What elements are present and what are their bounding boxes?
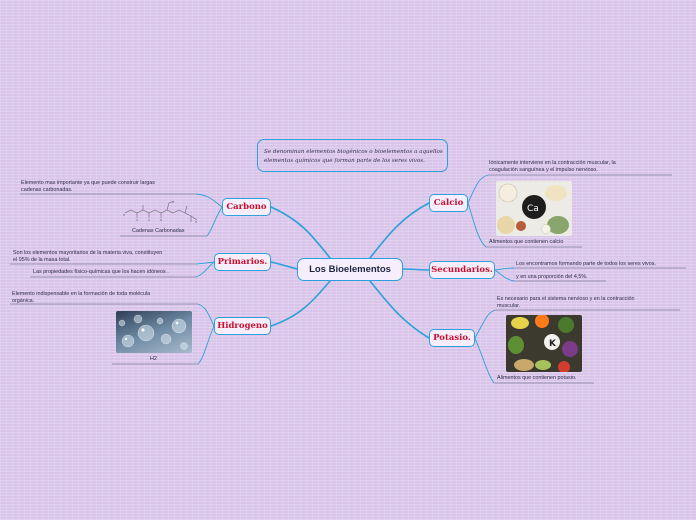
secundarios-description-1[interactable]: Los encontramos formando parte de todos … xyxy=(516,261,656,267)
link-potasio-desc xyxy=(474,309,496,339)
primarios-description-2[interactable]: Las propiedades físico-químicas que los … xyxy=(33,269,169,275)
potassium-symbol: K xyxy=(549,339,557,349)
potasio-description-line-1: Es necesario para el sistema nervioso y … xyxy=(497,296,635,302)
svg-text:H: H xyxy=(123,213,125,217)
svg-text:O: O xyxy=(136,218,139,222)
primarios-description[interactable]: Son los elementos mayoritarios de la mat… xyxy=(13,250,162,263)
carbon-chain-image: H O O N O H xyxy=(123,199,201,226)
link-root-primarios xyxy=(270,261,298,270)
calcium-symbol: Ca xyxy=(527,204,539,214)
topic-primarios[interactable]: Primarios. xyxy=(214,253,271,271)
root-topic[interactable]: Los Bioelementos xyxy=(297,258,403,281)
hidrogeno-description[interactable]: Elemento indispensable en la formación d… xyxy=(12,291,150,304)
carbono-description-line-2: cadenas carbonadas. xyxy=(21,186,73,193)
hidrogeno-description-line-2: orgánica. xyxy=(12,297,35,304)
link-hidrogeno-desc xyxy=(197,303,215,327)
calcio-description[interactable]: Iónicamente interviene en la contracción… xyxy=(489,160,616,173)
svg-text:O: O xyxy=(172,200,175,204)
intro-note[interactable]: Se denominan elementos biogénicos o bioe… xyxy=(257,139,448,172)
link-carbono-image xyxy=(206,206,223,237)
potasio-description-line-2: muscular. xyxy=(497,302,521,309)
link-primarios-desc2 xyxy=(195,261,215,278)
carbono-description[interactable]: Elemento mas importante ya que puede con… xyxy=(21,180,155,193)
link-root-carbono xyxy=(270,206,331,259)
potasio-description[interactable]: Es necesario para el sistema nervioso y … xyxy=(497,296,635,309)
link-primarios-desc xyxy=(195,261,215,265)
link-calcio-image xyxy=(467,202,487,248)
calcium-foods-image: Ca xyxy=(496,181,572,236)
topic-secundarios[interactable]: Secundarios. xyxy=(429,261,495,279)
link-root-potasio xyxy=(369,280,430,339)
calcio-description-line-1: Iónicamente interviene en la contracción… xyxy=(489,160,616,166)
hidrogeno-description-line-1: Elemento indispensable en la formación d… xyxy=(12,291,151,297)
potasio-image-caption: Alimentos que contienen potasio. xyxy=(497,375,577,381)
topic-primarios-label: Primarios. xyxy=(217,257,268,267)
intro-note-line-1: Se denominan elementos biogénicos o bioe… xyxy=(264,149,443,155)
primarios-description-line-2: el 95% de la masa total. xyxy=(13,256,71,263)
topic-potasio-label: Potasio. xyxy=(433,333,471,343)
link-hidrogeno-image xyxy=(197,325,215,365)
intro-note-line-2: elementos químicos que forman parte de l… xyxy=(264,157,425,164)
topic-calcio-label: Calcio xyxy=(433,198,464,208)
link-root-calcio xyxy=(369,202,430,259)
root-topic-label: Los Bioelementos xyxy=(309,264,391,275)
calcio-image-caption: Alimentos que contienen calcio xyxy=(489,239,564,245)
water-drops-image xyxy=(116,311,192,353)
carbono-image-caption: Cadenas Carbonadas xyxy=(132,228,185,234)
topic-calcio[interactable]: Calcio xyxy=(429,194,468,212)
hidrogeno-image-caption: H2 xyxy=(150,356,157,362)
link-root-hidrogeno xyxy=(270,280,331,327)
link-root-secundarios xyxy=(402,268,430,271)
link-secundarios-desc1 xyxy=(494,267,515,271)
secundarios-description-2[interactable]: y en una proporción del 4,5%. xyxy=(516,274,588,280)
topic-carbono-label: Carbono xyxy=(226,202,267,212)
svg-text:H: H xyxy=(195,220,197,224)
carbono-description-line-1: Elemento mas importante ya que puede con… xyxy=(21,180,155,186)
topic-hidrogeno[interactable]: Hidrogeno xyxy=(214,317,271,335)
link-potasio-image xyxy=(474,337,495,384)
potassium-foods-image: K xyxy=(506,315,582,372)
calcio-description-line-2: coagulación sanguínea y el impulso nervi… xyxy=(489,166,598,173)
link-carbono-desc xyxy=(195,193,223,208)
svg-text:O: O xyxy=(148,218,151,222)
link-calcio-desc xyxy=(467,174,489,204)
link-secundarios-desc2 xyxy=(494,269,515,282)
svg-text:N: N xyxy=(160,218,162,222)
primarios-description-line-1: Son los elementos mayoritarios de la mat… xyxy=(13,250,163,256)
topic-potasio[interactable]: Potasio. xyxy=(429,329,475,347)
topic-secundarios-label: Secundarios. xyxy=(431,265,493,275)
topic-hidrogeno-label: Hidrogeno xyxy=(217,321,268,331)
topic-carbono[interactable]: Carbono xyxy=(222,198,271,216)
